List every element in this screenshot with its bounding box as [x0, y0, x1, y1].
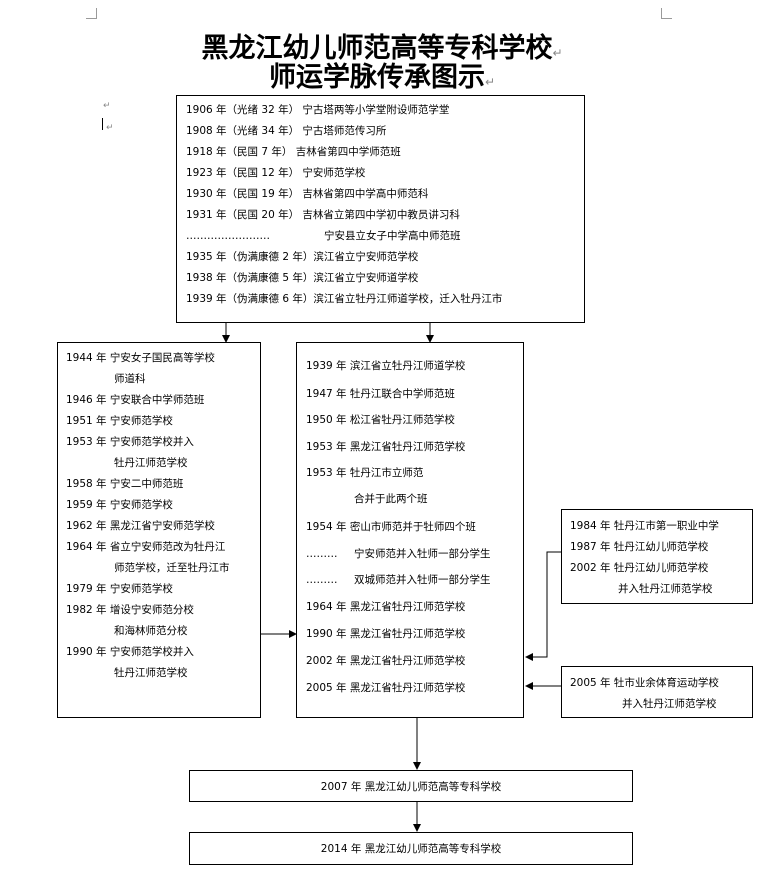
top-history-box: 1906 年（光绪 32 年） 宁古塔两等小学堂附设师范学堂 1908 年（光绪…	[176, 95, 585, 323]
center-line-1964: 1964 年 黑龙江省牡丹江师范学校	[306, 601, 466, 613]
center-line-1954: 1954 年 密山市师范并于牡师四个班	[306, 521, 476, 533]
page-corner-mark-left	[86, 8, 97, 19]
top-line-1906: 1906 年（光绪 32 年） 宁古塔两等小学堂附设师范学堂	[186, 104, 450, 116]
left-line-1962: 1962 年 黑龙江省宁安师范学校	[66, 520, 215, 532]
left-line-1951: 1951 年 宁安师范学校	[66, 415, 173, 427]
right1-line-2002-cont: 并入牡丹江师范学校	[618, 583, 713, 595]
center-line-shuangcheng-merge: 双城师范并入牡师一部分学生	[354, 574, 491, 586]
left-line-1958: 1958 年 宁安二中师范班	[66, 478, 184, 490]
center-line-2002: 2002 年 黑龙江省牡丹江师范学校	[306, 655, 466, 667]
center-line-ningan-merge: 宁安师范并入牡师一部分学生	[354, 548, 491, 560]
paragraph-mark-icon: ↵	[552, 46, 563, 60]
title-line-1: 黑龙江幼儿师范高等专科学校	[201, 33, 553, 64]
center-line-1947: 1947 年 牡丹江联合中学师范班	[306, 388, 455, 400]
bottom-box-2007: 2007 年 黑龙江幼儿师范高等专科学校	[189, 770, 633, 802]
center-line-1950: 1950 年 松江省牡丹江师范学校	[306, 414, 455, 426]
left-line-1953-cont: 牡丹江师范学校	[114, 457, 188, 469]
center-line-1953b: 1953 年 牡丹江市立师范	[306, 467, 424, 479]
paragraph-mark-icon: ↵	[106, 123, 114, 133]
bottom-line-2007: 2007 年 黑龙江幼儿师范高等专科学校	[320, 781, 502, 793]
document-subtitle: 师运学脉传承图示↵	[0, 62, 764, 98]
right1-line-2002: 2002 年 牡丹江幼儿师范学校	[570, 562, 709, 574]
left-line-1959: 1959 年 宁安师范学校	[66, 499, 173, 511]
center-line-1939: 1939 年 滨江省立牡丹江师道学校	[306, 360, 466, 372]
left-line-1990-cont: 牡丹江师范学校	[114, 667, 188, 679]
center-line-1953b-cont: 合并于此两个班	[354, 493, 428, 505]
top-line-1939: 1939 年（伪满康德 6 年）滨江省立牡丹江师道学校，迁入牡丹江市	[186, 293, 503, 305]
paragraph-mark-icon: ↵	[103, 101, 111, 111]
left-line-1964: 1964 年 省立宁安师范改为牡丹江	[66, 541, 226, 553]
arrow-right1-to-center	[525, 551, 561, 661]
left-line-1990: 1990 年 宁安师范学校并入	[66, 646, 194, 658]
top-line-1935: 1935 年（伪满康德 2 年）滨江省立宁安师范学校	[186, 251, 419, 263]
left-line-1946: 1946 年 宁安联合中学师范班	[66, 394, 205, 406]
top-line-1918: 1918 年（民国 7 年） 吉林省第四中学师范班	[186, 146, 401, 158]
leader-dots: ………	[306, 548, 338, 560]
top-line-1908: 1908 年（光绪 34 年） 宁古塔师范传习所	[186, 125, 387, 137]
bottom-line-2014: 2014 年 黑龙江幼儿师范高等专科学校	[320, 843, 502, 855]
top-line-girls-school: 宁安县立女子中学高中师范班	[324, 230, 461, 242]
top-line-1923: 1923 年（民国 12 年） 宁安师范学校	[186, 167, 366, 179]
center-line-1953a: 1953 年 黑龙江省牡丹江师范学校	[306, 441, 466, 453]
left-line-1944: 1944 年 宁安女子国民高等学校	[66, 352, 215, 364]
top-line-1930: 1930 年（民国 19 年） 吉林省第四中学高中师范科	[186, 188, 429, 200]
right2-line-2005-cont: 并入牡丹江师范学校	[622, 698, 717, 710]
left-line-1964-cont: 师范学校，迁至牡丹江市	[114, 562, 230, 574]
bottom-box-2014: 2014 年 黑龙江幼儿师范高等专科学校	[189, 832, 633, 865]
right1-line-1984: 1984 年 牡丹江市第一职业中学	[570, 520, 719, 532]
document-title: 黑龙江幼儿师范高等专科学校↵	[0, 33, 764, 69]
left-line-1982: 1982 年 增设宁安师范分校	[66, 604, 194, 616]
text-cursor	[102, 118, 103, 130]
page-corner-mark-right	[661, 8, 672, 19]
right2-line-2005: 2005 年 牡市业余体育运动学校	[570, 677, 719, 689]
center-line-1990: 1990 年 黑龙江省牡丹江师范学校	[306, 628, 466, 640]
paragraph-mark-icon: ↵	[484, 75, 496, 89]
left-line-1944-cont: 师道科	[114, 373, 146, 385]
left-line-1982-cont: 和海林师范分校	[114, 625, 188, 637]
left-line-1953: 1953 年 宁安师范学校并入	[66, 436, 194, 448]
right-history-box-kindergarten: 1984 年 牡丹江市第一职业中学 1987 年 牡丹江幼儿师范学校 2002 …	[561, 509, 753, 604]
right1-line-1987: 1987 年 牡丹江幼儿师范学校	[570, 541, 709, 553]
top-line-1938: 1938 年（伪满康德 5 年）滨江省立宁安师道学校	[186, 272, 419, 284]
leader-dots: ……………………	[186, 230, 270, 242]
title-line-2: 师运学脉传承图示	[268, 62, 485, 93]
top-line-1931: 1931 年（民国 20 年） 吉林省立第四中学初中教员讲习科	[186, 209, 460, 221]
center-line-2005: 2005 年 黑龙江省牡丹江师范学校	[306, 682, 466, 694]
leader-dots: ………	[306, 574, 338, 586]
left-history-box: 1944 年 宁安女子国民高等学校 师道科 1946 年 宁安联合中学师范班 1…	[57, 342, 261, 718]
left-line-1979: 1979 年 宁安师范学校	[66, 583, 173, 595]
center-history-box: 1939 年 滨江省立牡丹江师道学校 1947 年 牡丹江联合中学师范班 195…	[296, 342, 524, 718]
right-history-box-sports: 2005 年 牡市业余体育运动学校 并入牡丹江师范学校	[561, 666, 753, 718]
